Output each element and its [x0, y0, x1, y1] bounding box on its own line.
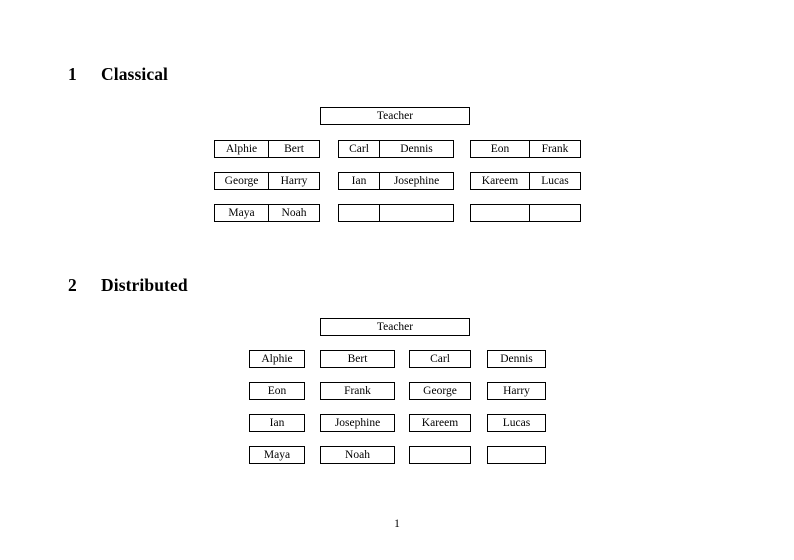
classical-row: Kareem Lucas — [470, 172, 581, 190]
distributed-box-kareem: Kareem — [409, 414, 471, 432]
classical-cell-frank: Frank — [529, 141, 580, 157]
classical-cell-empty — [379, 205, 453, 221]
distributed-box-noah: Noah — [320, 446, 395, 464]
classical-cell-empty — [339, 205, 379, 221]
classical-cell-george: George — [224, 175, 259, 187]
distributed-box-eon: Eon — [249, 382, 305, 400]
classical-cell-dennis: Dennis — [379, 141, 453, 157]
distributed-box-harry: Harry — [487, 382, 546, 400]
distributed-box-george: George — [409, 382, 471, 400]
section-number-2: 2 — [68, 275, 77, 295]
distributed-box-carl: Carl — [409, 350, 471, 368]
classical-row: Alphie Bert — [214, 140, 320, 158]
classical-row: Maya Noah — [214, 204, 320, 222]
classical-cell-lucas: Lucas — [529, 173, 580, 189]
section-number-1: 1 — [68, 64, 77, 84]
classical-row: Ian Josephine — [338, 172, 454, 190]
classical-row — [470, 204, 581, 222]
classical-cell-empty — [471, 205, 529, 221]
distributed-box-empty — [487, 446, 546, 464]
classical-cell-kareem: Kareem — [481, 175, 519, 187]
classical-cell-carl: Carl — [349, 143, 369, 155]
distributed-box-frank: Frank — [320, 382, 395, 400]
section-heading-classical: 1 Classical — [68, 64, 169, 84]
classical-cell-bert: Bert — [268, 141, 319, 157]
section-title-1: Classical — [101, 64, 169, 84]
classical-row: George Harry — [214, 172, 320, 190]
teacher-box-classical: Teacher — [320, 107, 470, 125]
classical-cell-maya: Maya — [228, 207, 255, 219]
distributed-box-alphie: Alphie — [249, 350, 305, 368]
section-title-2: Distributed — [101, 275, 188, 295]
distributed-box-dennis: Dennis — [487, 350, 546, 368]
classical-row: Eon Frank — [470, 140, 581, 158]
classical-cell-josephine: Josephine — [379, 173, 453, 189]
classical-cell-noah: Noah — [268, 205, 319, 221]
distributed-box-maya: Maya — [249, 446, 305, 464]
distributed-box-ian: Ian — [249, 414, 305, 432]
distributed-box-lucas: Lucas — [487, 414, 546, 432]
classical-cell-alphie: Alphie — [225, 143, 258, 155]
classical-cell-ian: Ian — [351, 175, 367, 187]
distributed-box-josephine: Josephine — [320, 414, 395, 432]
teacher-box-distributed: Teacher — [320, 318, 470, 336]
distributed-box-empty — [409, 446, 471, 464]
page-number: 1 — [394, 518, 400, 530]
classical-cell-harry: Harry — [268, 173, 319, 189]
section-heading-distributed: 2 Distributed — [68, 275, 188, 295]
classical-cell-eon: Eon — [490, 143, 510, 155]
classical-row — [338, 204, 454, 222]
distributed-box-bert: Bert — [320, 350, 395, 368]
classical-cell-empty — [529, 205, 580, 221]
classical-row: Carl Dennis — [338, 140, 454, 158]
